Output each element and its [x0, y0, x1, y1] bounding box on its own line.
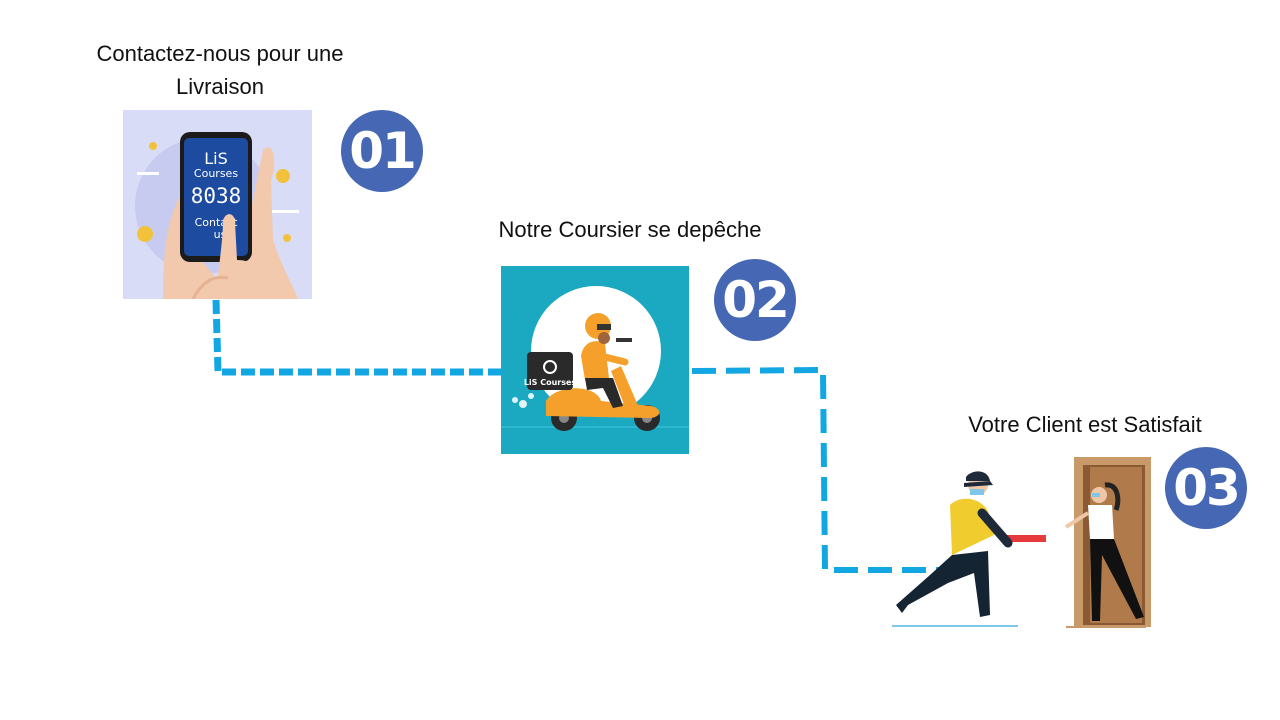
phone-in-hand-icon: LiS Courses 8038 Contact us: [123, 110, 312, 299]
step-1-title-line1: Contactez-nous pour une: [96, 41, 344, 66]
step-1-number-badge: 01: [341, 110, 423, 192]
package-handoff-icon: [892, 457, 1151, 628]
scooter-box-label: LiS Courses: [524, 378, 577, 387]
step-1-title: Contactez-nous pour une Livraison: [70, 37, 370, 103]
phone-subtitle: Courses: [194, 167, 238, 180]
delivery-scooter-icon: LiS Courses: [501, 266, 689, 454]
step-1-title-line2: Livraison: [175, 74, 265, 99]
phone-digits: 8038: [191, 184, 242, 208]
step-2-title: Notre Coursier se depêche: [498, 217, 762, 242]
step-3-title: Votre Client est Satisfait: [968, 412, 1202, 437]
step-3-number-badge: 03: [1165, 447, 1247, 529]
step-2-number-badge: 02: [714, 259, 796, 341]
connector-2-3: [691, 366, 940, 573]
connector-1-2: [212, 299, 502, 376]
phone-brand: LiS: [204, 149, 228, 168]
